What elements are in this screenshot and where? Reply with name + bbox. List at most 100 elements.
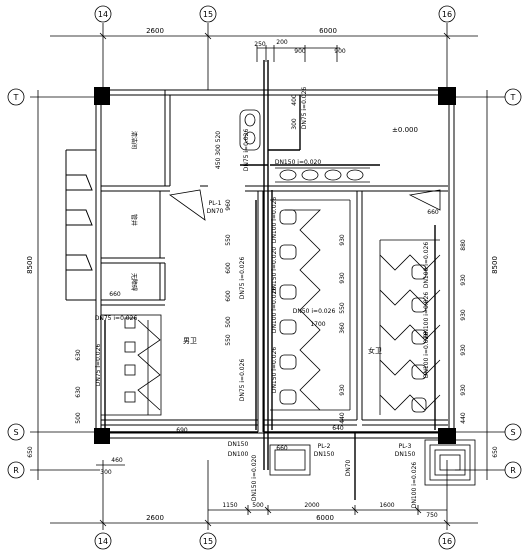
dim-930f: 930: [460, 344, 467, 356]
dim-630b: 630: [75, 386, 82, 398]
grid-bubble-left-R: [7, 461, 25, 479]
grid-label-top-14: 14: [98, 10, 108, 19]
dim-930d: 930: [460, 274, 467, 286]
grid-bubble-right-S: [504, 423, 522, 441]
pipe-label-1: DN75 i=0.026: [301, 87, 308, 130]
pipe-label-7: DN100 i=0.026: [271, 287, 278, 334]
room-label-left: 男卫: [183, 337, 197, 345]
pipe-label-14: DN100 i=0.026: [423, 292, 430, 339]
room-label-store2: 管井: [130, 214, 138, 226]
grid-bubble-right-T: [504, 88, 522, 106]
dim-top-250: 250: [254, 41, 266, 48]
dn100-label: DN100: [228, 451, 249, 458]
pipe-label-2: DN75 i=0.026: [243, 129, 250, 172]
dim-right-650: 650: [492, 446, 499, 458]
elevation-label: ±0.000: [392, 126, 418, 134]
dim-bottom-1150: 1150: [222, 502, 237, 509]
middle-toilets: [270, 199, 351, 411]
grid-bubble-top-16: [438, 5, 456, 23]
pipe-label-5: DN100 i=0.026: [271, 197, 278, 244]
dim-600a: 600: [225, 262, 232, 274]
pipe-label-10: DN50 i=0.026: [293, 308, 336, 315]
dim-400: 400: [291, 94, 298, 106]
drain-pipes: [104, 60, 440, 500]
outfall-well: [269, 439, 476, 486]
dim-bottom-460: 460: [111, 457, 123, 464]
dim-930c: 930: [339, 384, 346, 396]
dim-360a: 360: [339, 322, 346, 334]
dim-630a: 630: [75, 349, 82, 361]
grid-label-right-R: R: [510, 466, 516, 475]
pipe-label-9: DN150 i=0.026: [271, 347, 278, 394]
grid-bubble-right-R: [504, 461, 522, 479]
dim-top-900b: 900: [334, 48, 346, 55]
room-labels: 男卫 女卫 清洁间 管井 无障碍 ±0.000 PL-1 DN70 PL-2 D…: [130, 126, 418, 458]
pl2-label: PL-2: [318, 443, 331, 450]
dn70-label: DN70: [345, 459, 352, 476]
dim-bottom-750: 750: [426, 512, 438, 519]
dim-930g: 930: [460, 384, 467, 396]
dim-left-650: 650: [27, 446, 34, 458]
grid-labels: 14 15 16 14 15 16 T S R T S R: [13, 10, 517, 546]
dim-bottom-6000: 6000: [316, 514, 334, 522]
grid-label-left-S: S: [13, 428, 18, 437]
left-dimensions: [30, 90, 100, 480]
grid-bubble-left-S: [7, 423, 25, 441]
grid-bubble-bottom-14: [94, 532, 112, 550]
dim-550c: 550: [339, 302, 346, 314]
dim-top-6000: 6000: [319, 27, 337, 35]
exterior-walls: [65, 89, 455, 439]
dim-550b: 550: [225, 334, 232, 346]
dim-1700: 1700: [310, 321, 325, 328]
grid-bubble-bottom-16: [438, 532, 456, 550]
dim-960: 960: [225, 199, 232, 211]
room-label-mid: 女卫: [368, 346, 382, 355]
pipe-label-3: DN150 i=0.020: [275, 159, 322, 166]
dim-bottom-300: 300: [100, 469, 112, 476]
pipe-label-16: DN100 i=0.026: [411, 462, 418, 509]
grid-label-left-T: T: [13, 93, 19, 102]
dim-450-300-520: 450 300 520: [215, 131, 222, 169]
right-dimensions: [455, 90, 505, 480]
dim-bottom-1600: 1600: [379, 502, 394, 509]
dim-440a: 440: [339, 412, 346, 424]
dim-690: 690: [176, 427, 188, 434]
pl1-label: PL-1: [209, 200, 222, 207]
dim-500b: 500: [75, 412, 82, 424]
grid-label-bottom-14: 14: [98, 537, 108, 546]
dim-640: 640: [332, 425, 344, 432]
grid-label-right-S: S: [510, 428, 515, 437]
pl3-dn-label: DN150: [395, 451, 416, 458]
dim-top-2600: 2600: [146, 27, 164, 35]
grid-bubble-left-T: [7, 88, 25, 106]
dim-930e: 930: [460, 309, 467, 321]
grid-label-bottom-15: 15: [203, 537, 213, 546]
dim-930a: 930: [339, 234, 346, 246]
pipe-label-6: DN150 i=0.020: [271, 247, 278, 294]
pipe-label-11: DN150 i=0.020: [251, 455, 258, 502]
pipe-label-8: DN75 i=0.026: [239, 359, 246, 402]
pipe-label-12: DN75 i=0.026: [95, 344, 102, 387]
dim-880: 880: [460, 239, 467, 251]
pipe-label-17: DN75 i=0.026: [95, 315, 138, 322]
left-toilets: [100, 314, 162, 416]
dim-300: 300: [291, 118, 298, 130]
grid-bubble-top-14: [94, 5, 112, 23]
dim-bottom-500: 500: [252, 502, 264, 509]
pipe-label-4: DN75 i=0.026: [239, 257, 246, 300]
bottom-dim-ticks: [99, 506, 451, 527]
top-dimensions: [50, 23, 478, 90]
dim-660a: 660: [109, 291, 121, 298]
dim-660c: 660: [276, 445, 288, 452]
right-toilets: [379, 239, 441, 415]
pipe-label-15: DN100 i=0.026: [423, 332, 430, 379]
grid-label-top-15: 15: [203, 10, 213, 19]
grid-label-bottom-16: 16: [442, 537, 452, 546]
room-label-store1: 清洁间: [130, 131, 138, 149]
dim-600b: 600: [225, 290, 232, 302]
room-label-store3: 无障碍: [130, 273, 138, 291]
dimension-texts: 2600 6000 250 200 900 900 8500 8500 650 …: [26, 27, 499, 522]
grid-label-right-T: T: [510, 93, 516, 102]
pl1-dn-label: DN70: [207, 208, 224, 215]
